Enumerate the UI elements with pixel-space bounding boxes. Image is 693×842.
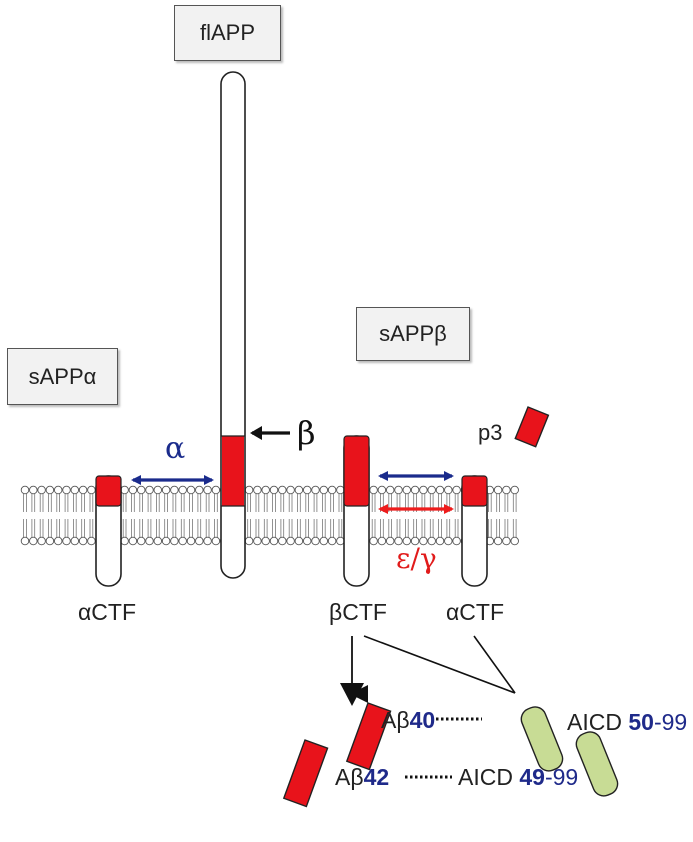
beta-label: β [297,414,316,452]
aicd49-prefix: AICD [458,764,513,790]
abeta42-fragment [282,739,329,808]
p3-fragment [514,406,550,448]
alpha-ctf-left-label: αCTF [78,599,137,625]
abeta42-label: Aβ42 [335,766,389,789]
bctf-to-aicd-line [363,635,516,694]
alpha-label: α [165,431,186,466]
aicd49-label: AICD 49-99 [458,766,578,789]
abeta40-label: Aβ40 [381,709,435,732]
eps-gamma-label: ε/γ [396,542,437,575]
beta-ctf-protein [343,435,370,587]
lipid-heads-top [20,485,519,495]
actf-to-aicd-line [473,635,516,694]
abeta42-prefix: Aβ [335,764,364,790]
alpha-ctf-left-red [95,475,122,507]
abeta-release-arrowhead [340,683,364,706]
alpha-ctf-right-protein [461,475,488,587]
abeta40-prefix: Aβ [381,707,410,733]
alpha-ctf-left-protein [95,475,122,587]
abeta40-number: 40 [409,707,436,733]
abeta40-fragment [345,702,392,771]
alpha-ctf-right-label: αCTF [446,599,505,625]
aicd49-fragment [575,731,619,797]
p3-label: p3 [478,420,503,445]
aicd50-fragment [520,706,564,772]
aicd50-suffix: -99 [653,709,688,735]
beta-ctf-red [343,435,370,507]
aicd49-suffix: -99 [544,764,579,790]
aicd50-number: 50 [628,709,654,735]
flapp-protein [220,71,246,579]
sappa-label: sAPPα [28,363,97,389]
aicd50-prefix: AICD [567,709,622,735]
sappa-label-box: sAPPα [7,348,118,405]
flapp-abeta-segment [222,436,244,506]
sappb-label-box: sAPPβ [356,307,470,361]
alpha-ctf-right-red [461,475,488,507]
flapp-label-box: flAPP [174,5,281,61]
beta-ctf-label: βCTF [329,599,387,625]
abeta42-number: 42 [363,764,390,790]
aicd50-label: AICD 50-99 [567,711,687,734]
aicd49-number: 49 [519,764,545,790]
flapp-label: flAPP [199,20,256,45]
sappb-label: sAPPβ [379,321,447,346]
